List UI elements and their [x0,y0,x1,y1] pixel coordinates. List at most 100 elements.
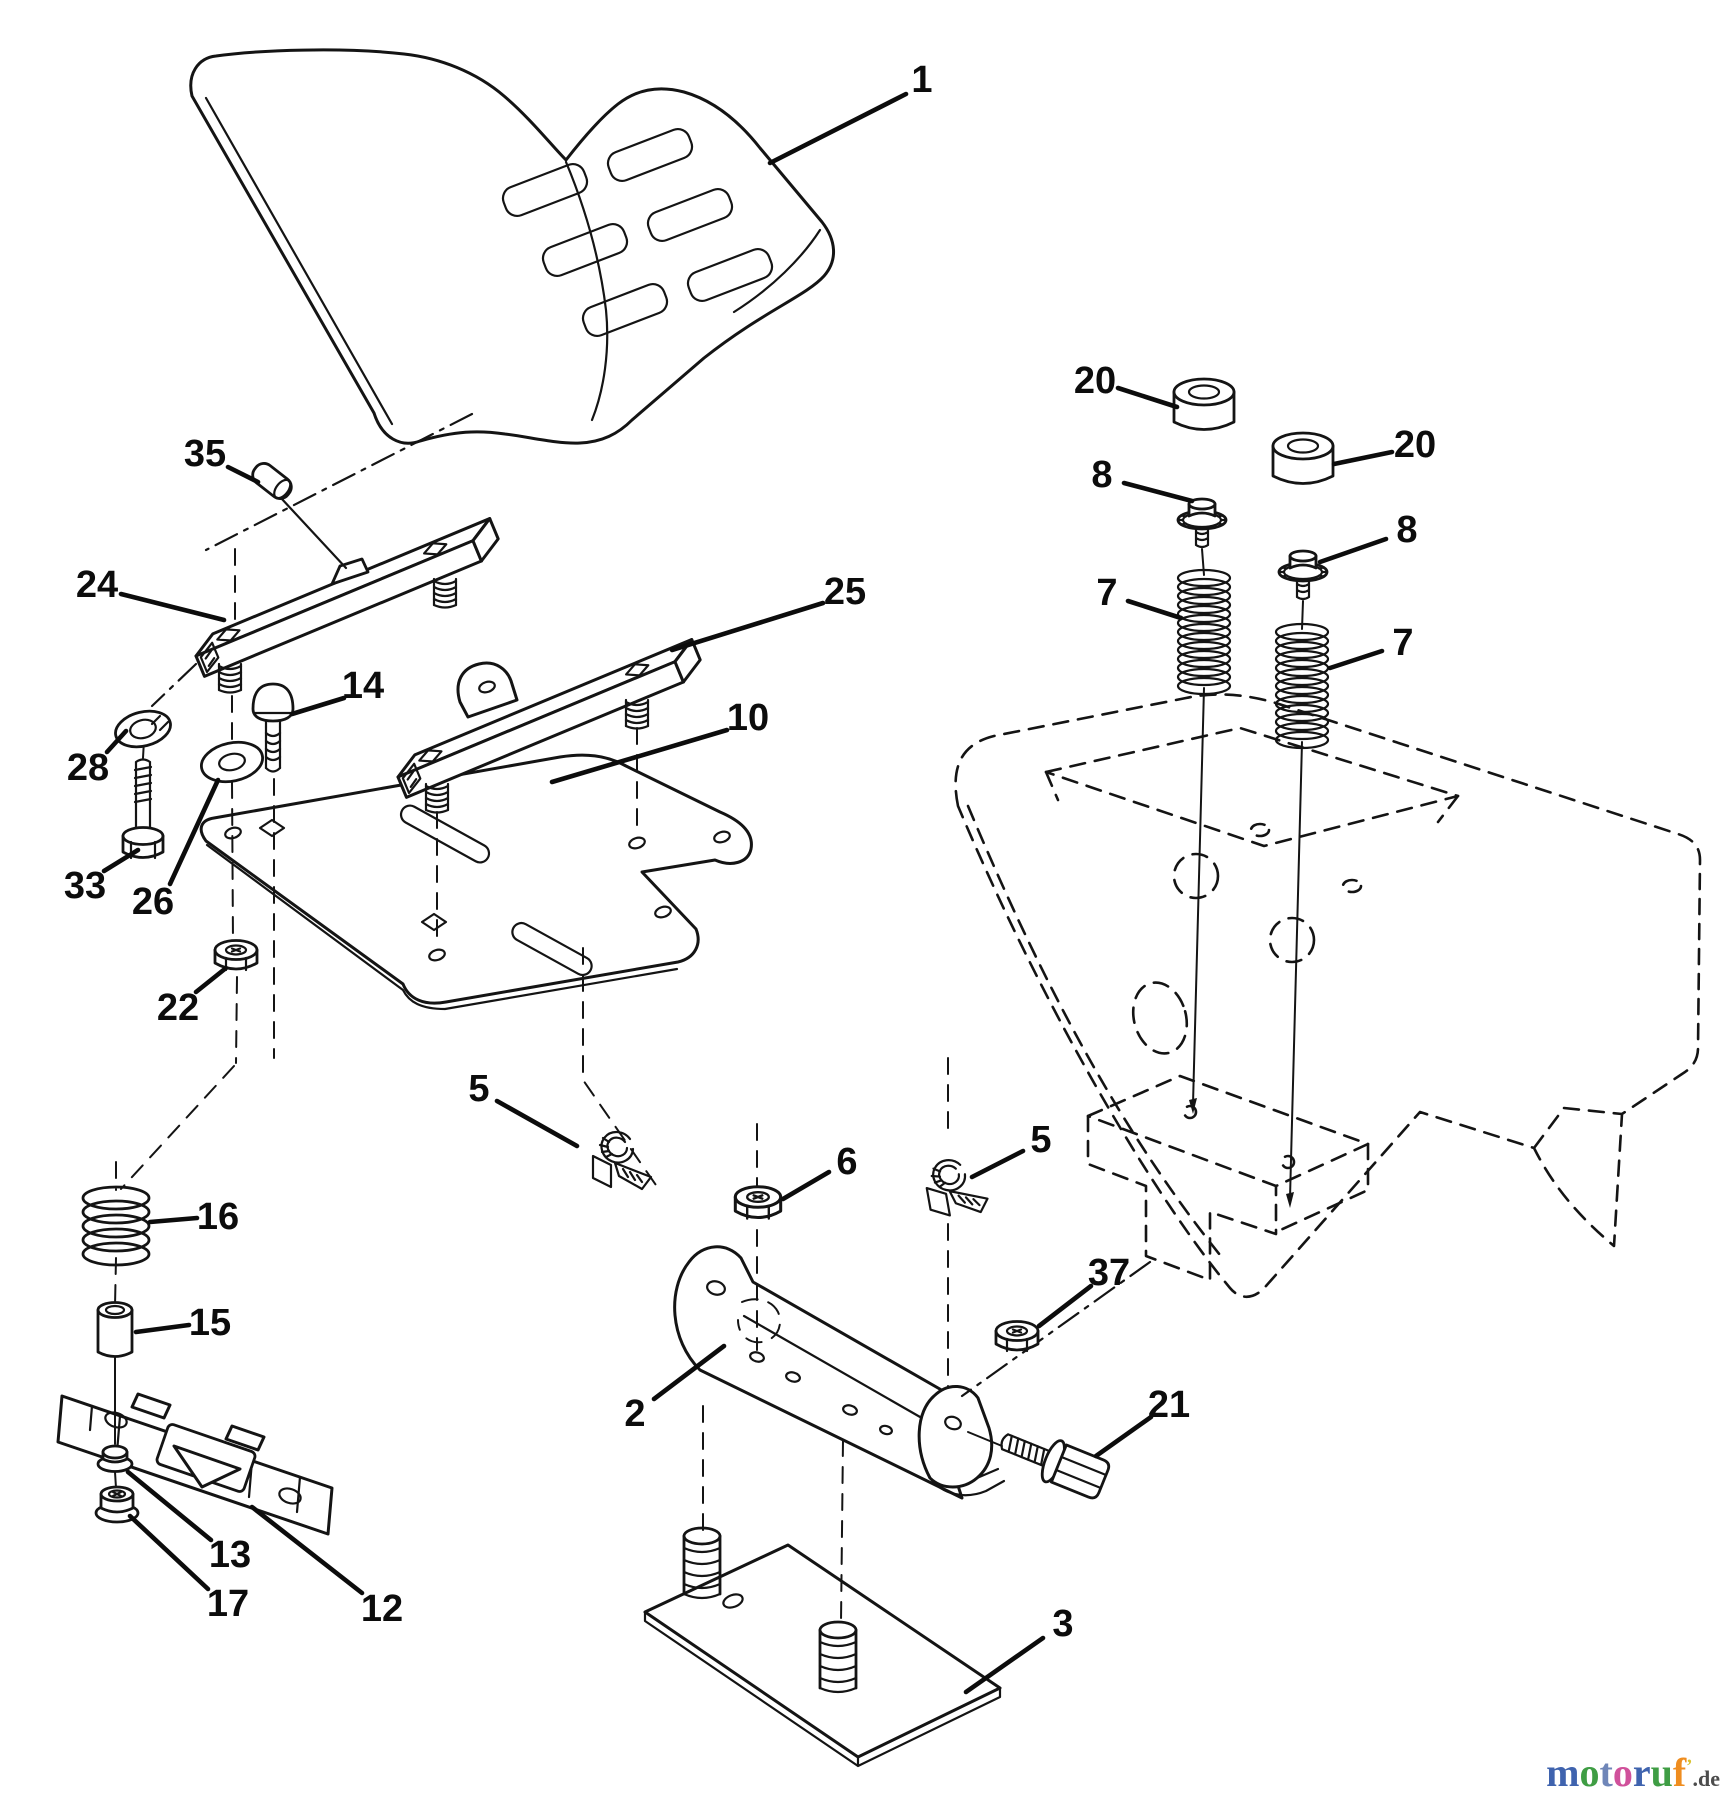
mounting-plate [643,1526,1002,1768]
callout-label-17: 17 [207,1583,249,1625]
seat-vents [501,127,774,338]
watermark-tick: ’ [1686,1756,1693,1777]
callout-label-7: 7 [1096,572,1117,614]
watermark-letter: o [1579,1750,1600,1795]
watermark-letter: r [1632,1750,1651,1795]
callout-label-10: 10 [727,697,769,739]
push-clip [921,1153,991,1222]
seat-spring [1176,568,1232,696]
callout-leader-1-0 [767,91,909,166]
callout-leader-21-23 [1093,1414,1154,1459]
callout-label-14: 14 [342,665,384,707]
flange-lock-nut [213,939,259,972]
watermark-letter: f [1672,1750,1687,1795]
seat [189,48,836,445]
mounting-plate-stud [818,1620,858,1694]
callout-leader-22-9 [193,965,229,995]
hex-flange-bolt [1000,1433,1111,1500]
callout-label-8: 8 [1091,454,1112,496]
callout-label-6: 6 [836,1141,857,1183]
callout-leader-13-24 [125,1469,214,1543]
seat-spring [1274,622,1330,750]
callout-leader-2-22 [651,1343,727,1402]
callout-leader-7-15 [1327,648,1385,671]
flat-washer [200,740,264,784]
callout-label-20: 20 [1074,360,1116,402]
callout-label-16: 16 [197,1196,239,1238]
rubber-bumper [1271,431,1335,485]
callout-label-15: 15 [189,1302,231,1344]
watermark-letter: u [1650,1750,1673,1795]
rubber-bumper [1172,377,1236,431]
callout-leader-16-19 [147,1215,200,1225]
seat-pan [199,661,753,1011]
assembly-axis-lines [114,412,1304,1623]
flange-screw [96,1444,134,1473]
motoruf-watermark: motoruf’.de [1546,1753,1720,1793]
callout-label-28: 28 [67,747,109,789]
callout-label-33: 33 [64,865,106,907]
callout-leader-8-13 [1317,536,1389,565]
watermark-suffix: .de [1692,1766,1721,1791]
callout-label-25: 25 [824,571,866,613]
callout-leader-7-14 [1125,598,1184,621]
callout-label-24: 24 [76,564,118,606]
callout-label-22: 22 [157,987,199,1029]
callout-label-12: 12 [361,1588,403,1630]
callout-leader-20-11 [1331,449,1395,467]
fender-spring-hole [1268,916,1316,964]
callout-label-8: 8 [1396,509,1417,551]
adjuster-knob [251,462,348,570]
watermark-letter: o [1612,1750,1633,1795]
callout-label-2: 2 [624,1393,645,1435]
callout-leader-17-25 [127,1513,211,1592]
kep-nut-screw [1176,497,1228,549]
lock-washer [114,709,172,749]
callout-leader-3-27 [963,1635,1046,1695]
fender-hidden-outline [954,693,1702,1299]
callout-label-37: 37 [1088,1252,1130,1294]
callout-leader-6-17 [780,1169,832,1202]
callout-label-26: 26 [132,881,174,923]
callout-label-5: 5 [1030,1119,1051,1161]
callout-leader-24-2 [118,591,227,623]
callout-label-3: 3 [1052,1603,1073,1645]
callout-leader-8-12 [1121,480,1195,504]
callout-leader-14-3 [289,695,347,717]
push-clip [591,1130,653,1191]
callout-leader-5-16 [494,1098,580,1149]
compression-spring [81,1185,151,1267]
callout-label-20: 20 [1394,424,1436,466]
kep-nut-screw [1277,549,1329,601]
callout-label-35: 35 [184,433,226,475]
watermark-letter: t [1599,1750,1613,1795]
seat-rail-left [189,517,506,694]
callout-leader-15-20 [133,1322,192,1335]
seat-pan-pivot-tab [456,661,519,719]
seat-bracket-right-tab [917,1385,1006,1497]
flange-nut [94,1485,140,1524]
callout-label-13: 13 [209,1534,251,1576]
callout-label-1: 1 [911,59,932,101]
seat-support-bracket-hidden [1086,1074,1370,1282]
callout-leader-20-10 [1115,385,1180,410]
carriage-bolt [251,682,295,773]
callout-label-5: 5 [468,1068,489,1110]
callout-label-21: 21 [1148,1384,1190,1426]
callout-leader-33-7 [101,847,141,874]
mounting-plate-stud [682,1526,722,1600]
slide-bracket [56,1392,334,1536]
callout-leader-10-5 [549,727,730,785]
center-lock-nut [733,1185,783,1221]
callout-leader-26-8 [167,777,221,887]
callout-leader-28-6 [104,728,129,755]
callout-leader-35-1 [225,464,261,485]
adjuster-rod [279,496,348,570]
shoulder-bolt [121,758,165,860]
seat-bracket [673,1245,1006,1500]
fender-spring-hole [1172,852,1220,900]
callout-leader-12-26 [249,1504,365,1596]
